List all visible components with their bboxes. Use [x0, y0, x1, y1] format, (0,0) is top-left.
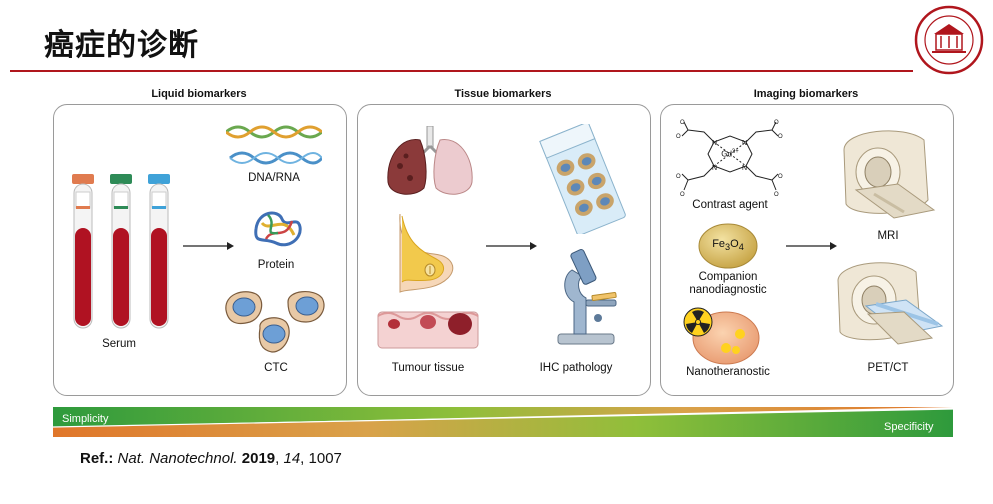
protein-label: Protein: [257, 259, 295, 271]
blood-tubes-illustration: [72, 174, 170, 329]
svg-text:O: O: [680, 120, 685, 126]
reference-volume: 14: [283, 450, 301, 467]
gd-contrast-agent-icon: N N N N O O O O O O O O: [676, 120, 783, 196]
tube-green: [110, 174, 132, 329]
svg-text:N: N: [712, 165, 717, 172]
mri-label: MRI: [877, 230, 899, 242]
ihc-slide-icon: [539, 124, 626, 234]
reference-year: 2019: [241, 450, 276, 467]
reference-line: Ref.: Nat. Nanotechnol. 2019, 14, 1007: [80, 450, 342, 467]
svg-text:O: O: [774, 192, 779, 196]
liquid-heading: Liquid biomarkers: [151, 88, 247, 100]
tumour-tissue-label: Tumour tissue: [391, 362, 465, 374]
tissue-arrow-icon: [486, 242, 537, 250]
ctc-cells-icon: [225, 291, 325, 353]
fe3o4-nanoparticle-icon: [698, 223, 758, 269]
reference-page: 1007: [308, 450, 342, 467]
title-underline: [10, 70, 913, 72]
imaging-heading: Imaging biomarkers: [753, 88, 859, 100]
svg-text:O: O: [676, 134, 681, 140]
fe3o4-label: Fe3O4: [712, 238, 744, 253]
serum-label: Serum: [102, 338, 136, 350]
companion-label-2: nanodiagnostic: [689, 284, 767, 296]
svg-text:N: N: [712, 140, 717, 147]
protein-icon: [254, 211, 302, 247]
university-seal-logo: [914, 5, 984, 75]
gd-label: Gd3+: [721, 149, 739, 159]
specificity-label: Specificity: [884, 421, 934, 433]
svg-text:O: O: [676, 174, 681, 180]
tube-blue: [148, 174, 170, 329]
tube-orange: [72, 174, 94, 329]
pet-ct-label: PET/CT: [867, 362, 909, 374]
svg-text:N: N: [742, 165, 747, 172]
companion-label-1: Companion: [698, 271, 758, 283]
svg-text:O: O: [774, 120, 779, 126]
svg-text:O: O: [680, 192, 685, 196]
mri-scanner-icon: [843, 130, 936, 219]
slide-title: 癌症的诊断: [44, 28, 199, 63]
microscope-icon: [557, 249, 617, 345]
dna-icon: [226, 125, 322, 165]
reference-prefix: Ref.:: [80, 450, 114, 467]
svg-text:N: N: [742, 140, 747, 147]
svg-text:O: O: [778, 134, 783, 140]
imaging-arrow-icon: [786, 242, 837, 250]
ihc-pathology-label: IHC pathology: [539, 362, 613, 374]
tissue-heading: Tissue biomarkers: [454, 88, 552, 100]
nanotheranostic-label: Nanotheranostic: [686, 366, 770, 378]
dna-rna-label: DNA/RNA: [248, 172, 300, 184]
liquid-panel: [53, 104, 347, 396]
nanotheranostic-icon: [683, 307, 760, 365]
pet-ct-scanner-icon: [837, 262, 944, 345]
simplicity-specificity-gradient: [53, 407, 953, 437]
liquid-arrow-icon: [183, 242, 234, 250]
breast-tissue-icon: [399, 213, 454, 293]
simplicity-label: Simplicity: [62, 413, 109, 425]
svg-text:O: O: [778, 174, 783, 180]
contrast-agent-label: Contrast agent: [692, 199, 768, 211]
reference-journal: Nat. Nanotechnol.: [117, 450, 238, 467]
tumour-tissue-icon: [377, 311, 479, 349]
lungs-icon: [387, 126, 473, 195]
ctc-label: CTC: [264, 362, 288, 374]
